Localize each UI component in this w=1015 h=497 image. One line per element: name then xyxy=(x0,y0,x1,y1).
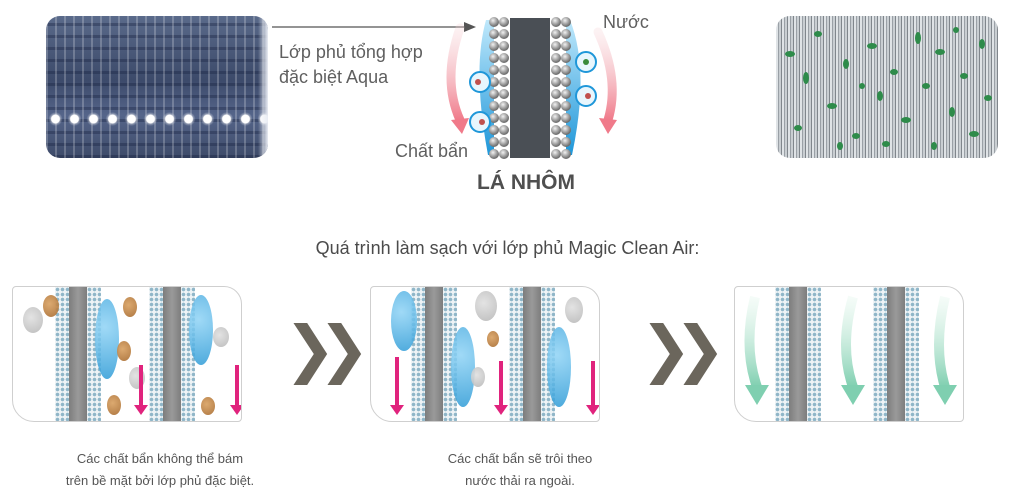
dirt-particle xyxy=(107,395,121,415)
water-film xyxy=(547,327,571,407)
dirt-particle xyxy=(201,397,215,415)
water-label: Nước xyxy=(603,12,649,32)
coil-photo-right xyxy=(776,16,998,158)
stage-2-description: Các chất bẩn sẽ trôi theo nước thải ra n… xyxy=(447,451,593,488)
coating-label-line2: đặc biệt Aqua xyxy=(279,67,389,87)
stage-1-description: Các chất bẩn không thể bám trên bề mặt b… xyxy=(65,451,255,488)
coating-label-line1: Lớp phủ tổng hợp xyxy=(279,42,423,62)
coil-photo-left xyxy=(46,16,268,158)
flow-arrow-icon xyxy=(390,357,404,415)
coil-dots xyxy=(46,112,268,126)
dirt-particle xyxy=(213,327,229,347)
water-film xyxy=(391,291,417,351)
dirt-particle xyxy=(471,367,485,387)
flow-arrow-icon xyxy=(230,365,241,415)
dirt-particle xyxy=(43,295,59,317)
dirt-particle xyxy=(487,331,499,347)
coating-pointer xyxy=(272,22,476,32)
process-title: Quá trình làm sạch với lớp phủ Magic Cle… xyxy=(315,238,700,258)
coating-label: Lớp phủ tổng hợp đặc biệt Aqua xyxy=(279,40,423,90)
water-film xyxy=(451,327,475,407)
stage-2-panel xyxy=(370,286,600,422)
fin-diagram xyxy=(446,17,617,159)
clean-flow-arrows xyxy=(744,295,957,405)
water-film xyxy=(95,299,119,379)
stage-1-panel xyxy=(12,286,242,422)
dirt-particle xyxy=(117,341,131,361)
fin-label: LÁ NHÔM xyxy=(477,171,575,194)
dirt-particle xyxy=(23,307,43,333)
bacteria-spots xyxy=(785,27,992,150)
flow-arrow-icon xyxy=(586,361,599,415)
flow-arrow-icon xyxy=(134,365,148,415)
double-chevron-right-icon: ❯❯ xyxy=(640,312,726,385)
dirt-particle xyxy=(475,291,497,321)
dirt-particle xyxy=(565,297,583,323)
dirt-label: Chất bẩn xyxy=(395,141,469,161)
stage-3-panel xyxy=(734,286,964,422)
water-film xyxy=(189,295,213,365)
flow-arrow-icon xyxy=(494,361,508,415)
double-chevron-right-icon: ❯❯ xyxy=(284,312,370,385)
dirt-particle xyxy=(123,297,137,317)
